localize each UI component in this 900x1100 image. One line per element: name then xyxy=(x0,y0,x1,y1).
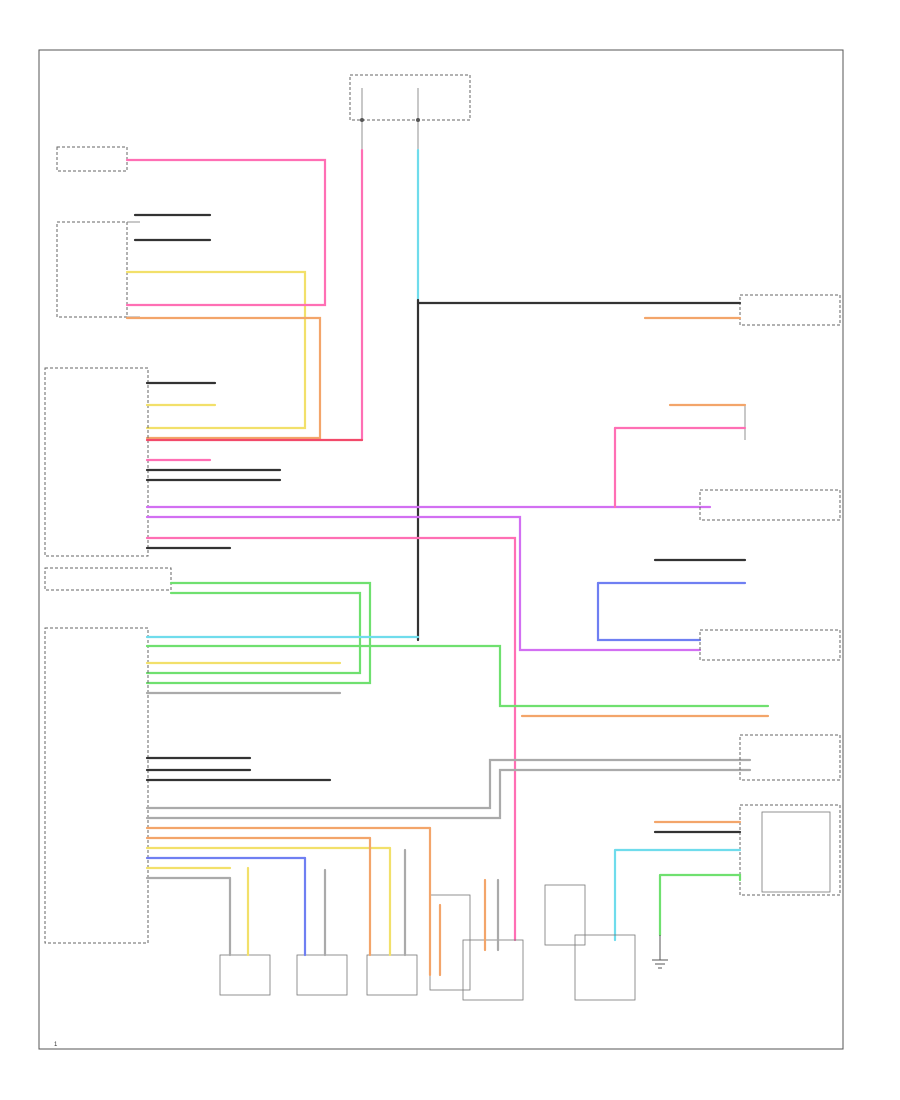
bottom-connector-2 xyxy=(296,954,348,996)
connector-right-4 xyxy=(699,629,841,661)
fuse-block-top xyxy=(349,74,471,150)
component-upper-left xyxy=(56,146,140,318)
ground-symbol xyxy=(652,935,668,969)
wire-upper-yellow xyxy=(125,270,307,430)
wire-upper-pink-2 xyxy=(125,298,327,307)
wire-lm-pink-long xyxy=(145,536,517,942)
connector-right-3 xyxy=(699,489,841,521)
wire-ml-green-2 xyxy=(145,591,362,675)
bottom-connector-4 xyxy=(429,894,471,991)
bottom-connector-6 xyxy=(544,884,586,946)
wire-upper-pink-1 xyxy=(125,158,327,302)
bottom-connector-7 xyxy=(574,934,636,1001)
module-mid-left xyxy=(44,567,172,591)
page-number: 1 xyxy=(54,1042,58,1048)
module-center-left xyxy=(44,627,149,944)
wire-lr-green xyxy=(658,873,742,937)
wire-ml-green-1 xyxy=(145,581,372,685)
module-lower-right xyxy=(739,804,841,896)
wire-cl-gray-3 xyxy=(145,768,752,820)
wire-lr-cyan xyxy=(613,848,742,942)
module-left-main xyxy=(44,367,149,557)
connector-right-top xyxy=(739,294,841,326)
wire-cl-gray-2 xyxy=(145,758,752,810)
wire-cl-green xyxy=(145,644,770,708)
wire-lm-violet-2 xyxy=(145,515,702,652)
connector-right-5 xyxy=(739,734,841,781)
bottom-connector-3 xyxy=(366,954,418,996)
diagram-frame xyxy=(38,49,844,1050)
wire-upper-orange xyxy=(125,316,322,440)
wire-r3-blue-down xyxy=(596,581,702,642)
bottom-connector-1 xyxy=(219,954,271,996)
bottom-connector-5 xyxy=(462,939,524,1001)
